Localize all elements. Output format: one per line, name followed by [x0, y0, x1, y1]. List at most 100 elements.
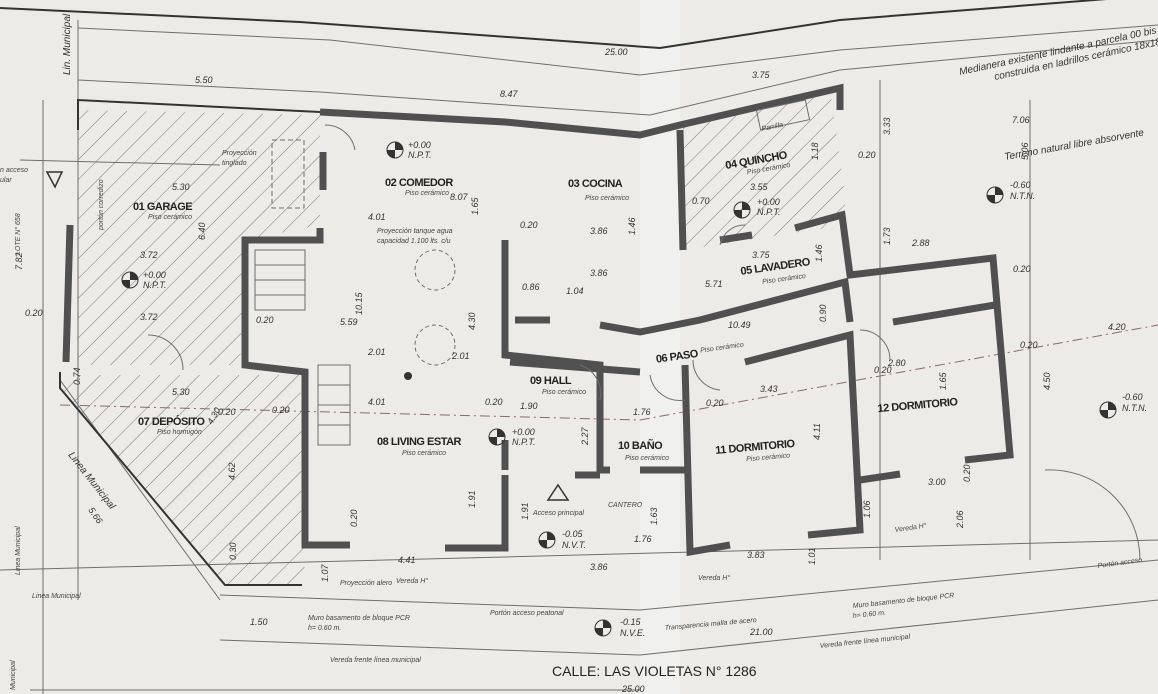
plan-mark — [219, 559, 1158, 611]
plan-label: 07 — [138, 416, 150, 428]
plan-label: 2.06 — [955, 510, 965, 529]
plan-label: Piso cerámico — [405, 190, 449, 197]
plan-label: 4.30 — [467, 312, 477, 330]
plan-label: 5.30 — [172, 182, 190, 192]
level-marker-icon — [386, 141, 404, 159]
plan-mark — [734, 202, 750, 218]
plan-label: CANTERO — [608, 502, 643, 509]
plan-mark — [271, 139, 305, 209]
street-title: CALLE: LAS VIOLETAS N° 1286 — [552, 663, 757, 679]
plan-label: 8.47 — [500, 89, 519, 99]
plan-label: h= 0.60 m. — [308, 625, 341, 632]
plan-label: 0.20 — [1020, 340, 1038, 350]
plan-label: 4.62 — [227, 462, 237, 480]
plan-mark — [676, 129, 687, 251]
plan-label: 6.40 — [197, 222, 207, 240]
plan-label: Vereda frente línea municipal — [330, 657, 421, 664]
staircase — [254, 249, 351, 446]
plan-label: 10.49 — [728, 320, 751, 330]
plan-label: 1.50 — [250, 617, 268, 627]
plan-label: 1.76 — [634, 534, 652, 544]
plan-mark — [859, 329, 891, 361]
plan-label: 12 DORMITORIO — [877, 396, 959, 415]
plan-label: 4.41 — [398, 555, 416, 565]
plan-mark — [794, 210, 1014, 464]
plan-mark — [755, 99, 811, 131]
level-marker-icon — [1099, 401, 1117, 419]
plan-label: 03 COCINA — [568, 178, 623, 190]
plan-label: 0.70 — [692, 196, 710, 206]
plan-label: HALL — [544, 375, 572, 387]
plan-mark — [59, 324, 1158, 421]
plan-label: Piso cerámico — [746, 452, 791, 463]
plan-label: 02 COMEDOR — [385, 177, 453, 189]
plan-mark — [77, 98, 321, 130]
plan-mark — [62, 224, 74, 363]
plan-label: 0.20 — [706, 398, 724, 408]
plan-label: 3.43 — [760, 384, 778, 394]
plan-mark — [719, 224, 746, 246]
plan-mark — [77, 24, 1158, 76]
plan-label: 11 DORMITORIO — [715, 438, 796, 457]
plan-label: Proyección alero — [340, 580, 392, 587]
plan-label: 3.00 — [928, 477, 946, 487]
plan-mark — [60, 375, 305, 585]
plan-label: Piso cerámico — [542, 389, 586, 396]
plan-label: 7.82 — [14, 252, 24, 270]
plan-mark — [1044, 469, 1141, 561]
plan-label: 0.20 — [256, 315, 274, 325]
plan-label: COCINA — [582, 178, 623, 190]
plan-label: 2.01 — [367, 347, 386, 357]
level-marker-icon — [733, 201, 751, 219]
plan-label: 0.20 — [962, 464, 972, 482]
plan-label: 06 — [655, 352, 668, 366]
plan-label: -0.05 — [562, 529, 584, 539]
plan-label: -0.60 — [1122, 392, 1143, 402]
dimension-labels: 5.50 8.47 25.00 3.75 7.06 3.33 5.06 5.30… — [14, 47, 1126, 694]
plan-label: 10.15 — [354, 291, 364, 315]
plan-label: 07 DEPÓSITO — [138, 415, 205, 428]
plan-label: 1.65 — [938, 371, 948, 390]
plan-label: -0.15 — [620, 617, 642, 627]
plan-label: 0.74 — [72, 367, 82, 385]
plan-label: 1.73 — [882, 227, 892, 245]
plan-mark — [501, 240, 610, 474]
plan-label: tinglado — [222, 160, 247, 167]
plan-mark — [595, 620, 611, 636]
plan-label: DEPÓSITO — [152, 415, 206, 428]
plan-label: 1.63 — [649, 507, 659, 525]
level-marker-icon — [121, 271, 139, 289]
plan-label: 0.86 — [522, 282, 540, 292]
plan-label: 1.06 — [862, 500, 872, 518]
plan-mark — [78, 110, 320, 365]
plan-label: Vereda H° — [698, 574, 730, 582]
plan-mark — [539, 532, 555, 548]
access-triangle-icon — [546, 483, 570, 501]
plan-mark — [0, 0, 1108, 50]
plan-label: 5.30 — [172, 387, 190, 397]
plan-label: Acceso principal — [532, 510, 584, 517]
plan-mark — [387, 142, 403, 158]
plan-label: +0.00 — [143, 270, 166, 280]
plan-label: BAÑO — [632, 439, 663, 452]
plan-mark — [987, 187, 1003, 203]
plan-label: Piso cerámico — [402, 450, 446, 457]
plan-label: LOTE N° 658 — [14, 213, 22, 255]
plan-label: Vereda H° — [396, 577, 428, 585]
level-marker-icon — [986, 186, 1004, 204]
plan-label: Muro basamento de bloque PCR — [308, 615, 410, 622]
plan-label: PASO — [669, 348, 700, 364]
plan-mark — [892, 301, 996, 326]
plan-label: 0.20 — [874, 365, 892, 375]
plan-label: 11 — [715, 444, 727, 457]
plan-mark — [0, 539, 1158, 571]
plan-label: 1.91 — [520, 502, 530, 520]
plan-label: 1.46 — [814, 244, 824, 262]
plan-label: N.T.N. — [1010, 191, 1035, 201]
plan-label: Proyección — [222, 150, 257, 157]
